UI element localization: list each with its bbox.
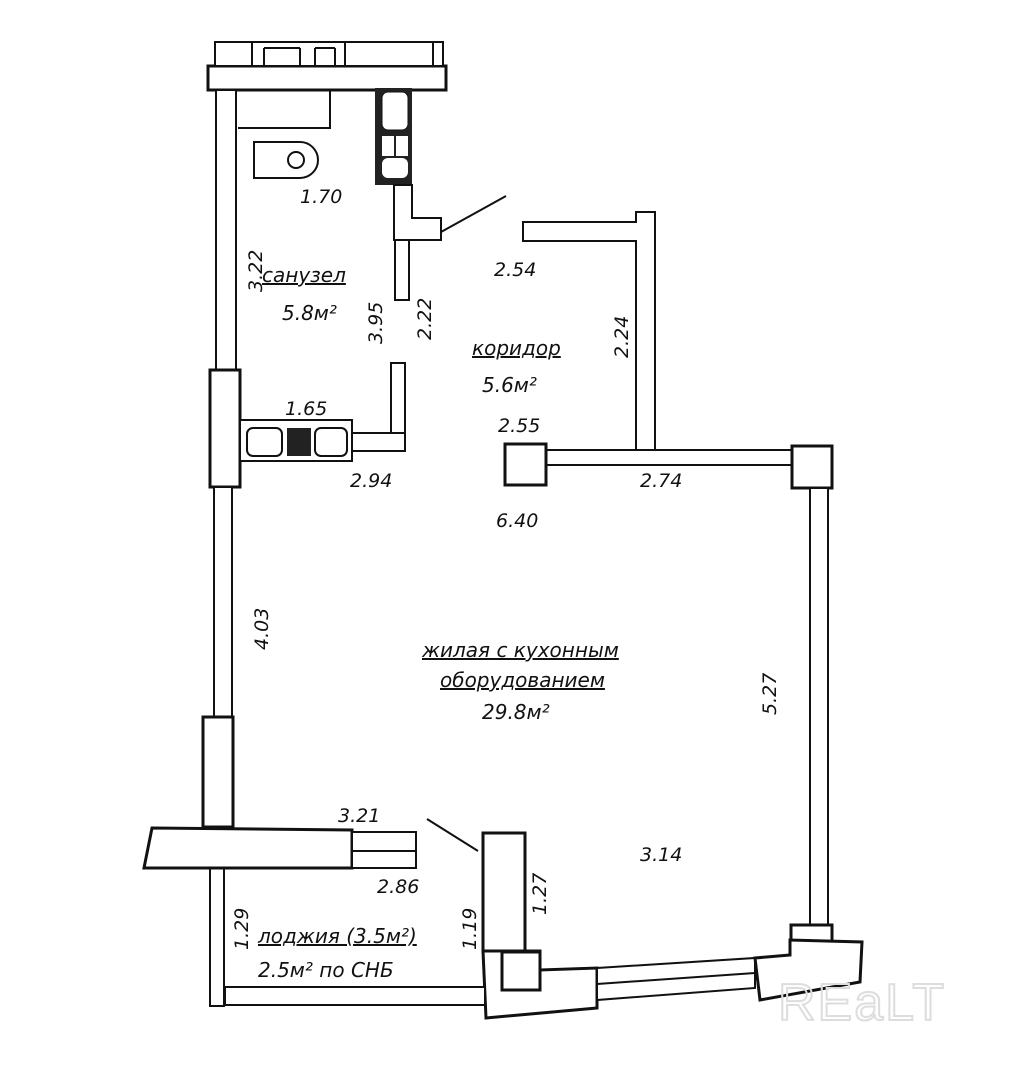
dim-1-29: 1.29 (231, 908, 253, 950)
toilet-fixture (253, 141, 319, 179)
bathroom-walls (351, 184, 507, 452)
balcony-slab (142, 818, 479, 870)
dim-1-27: 1.27 (529, 873, 551, 915)
living-name-line2: оборудованием (440, 668, 605, 692)
dim-3-21: 3.21 (338, 805, 380, 827)
living-name-line1: жилая с кухонным (421, 638, 619, 662)
loggia-area-snb: 2.5м² по СНБ (258, 958, 394, 982)
left-wall (201, 89, 242, 1007)
corridor-name: коридор (472, 336, 561, 360)
top-balcony (206, 41, 448, 92)
watermark-logo: REaLT (778, 974, 946, 1032)
dim-2-86: 2.86 (377, 876, 419, 898)
bathroom-area: 5.8м² (282, 301, 337, 325)
dim-2-94: 2.94 (350, 470, 392, 492)
bathroom-name: санузел (262, 263, 346, 287)
loggia-name: лоджия (3.5м²) (257, 924, 417, 948)
corridor-walls (503, 211, 834, 490)
bathtub-fixture (238, 90, 331, 129)
dim-3-14: 3.14 (640, 844, 682, 866)
dim-1-70: 1.70 (300, 186, 342, 208)
dim-1-65: 1.65 (285, 398, 327, 420)
living-area: 29.8м² (482, 700, 550, 724)
right-wall (789, 487, 834, 967)
dim-2-22: 2.22 (414, 298, 436, 340)
dim-3-22: 3.22 (245, 250, 267, 292)
dim-2-24: 2.24 (611, 316, 633, 358)
dim-4-03: 4.03 (251, 608, 273, 650)
dim-6-40: 6.40 (496, 510, 538, 532)
dim-5-27: 5.27 (759, 673, 781, 715)
kitchen-fixture (239, 419, 353, 462)
shower-fixture (375, 88, 412, 185)
dim-1-19: 1.19 (459, 908, 481, 950)
corridor-area: 5.6м² (482, 373, 537, 397)
dim-2-55: 2.55 (498, 415, 540, 437)
dim-2-54: 2.54 (494, 259, 536, 281)
dim-3-95: 3.95 (365, 302, 387, 344)
bottom-walls (224, 831, 864, 1020)
dim-2-74: 2.74 (640, 470, 682, 492)
